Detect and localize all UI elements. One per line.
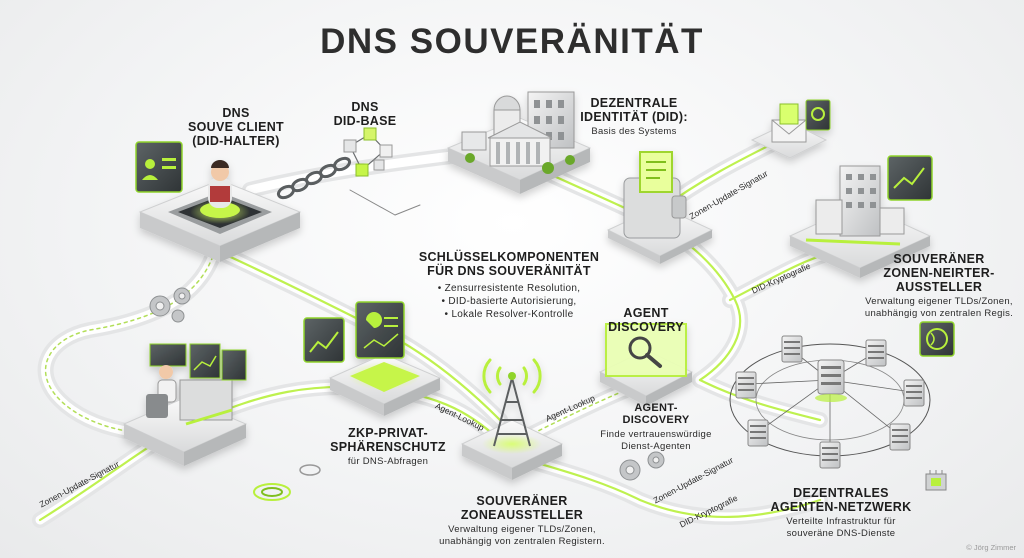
- list-item: DID-basierte Autorisierung,: [404, 295, 614, 308]
- credit-text: © Jörg Zimmer: [966, 543, 1016, 552]
- gears-icon-bottom: [620, 452, 664, 480]
- key-components-list: Zensurresistente Resolution, DID-basiert…: [404, 282, 614, 321]
- page-title: DNS SOUVERÄNITÄT: [0, 22, 1024, 62]
- zkp-label: ZKP-PRIVAT- SPHÄRENSCHUTZ für DNS-Abfrag…: [318, 426, 458, 468]
- zone-issuer-label: SOUVERÄNER ZONEAUSSTELLER Verwaltung eig…: [430, 494, 614, 548]
- agent-discovery-box-label: AGENT DISCOVERY: [596, 306, 696, 334]
- client-screen-icon: [136, 142, 182, 192]
- orbit-rings-icon: [254, 465, 320, 500]
- zkp-chart-screen-icon: [304, 318, 344, 362]
- did-base-label: DNS DID-BASE: [320, 100, 410, 128]
- network-globe-screen-icon: [920, 322, 954, 356]
- city-chart-screen-icon: [888, 156, 932, 200]
- network-label: DEZENTRALES AGENTEN-NETZWERK Verteilte I…: [766, 486, 916, 540]
- issuer-right-label: SOUVERÄNER ZONEN-NEIRTER- AUSSTELLER Ver…: [856, 252, 1022, 320]
- list-item: Zensurresistente Resolution,: [404, 282, 614, 295]
- list-item: Lokale Resolver-Kontrolle: [404, 308, 614, 321]
- key-components-label: SCHLÜSSELKOMPONENTEN FÜR DNS SOUVERÄNITÄ…: [404, 250, 614, 321]
- chip-icon: [926, 470, 946, 490]
- identity-label: DEZENTRALE IDENTITÄT (DID): Basis des Sy…: [574, 96, 694, 138]
- agent-discovery-label: AGENT- DISCOVERY Finde vertrauenswürdige…: [586, 402, 726, 452]
- client-label: DNS SOUVE CLIENT (DID-HALTER): [176, 106, 296, 148]
